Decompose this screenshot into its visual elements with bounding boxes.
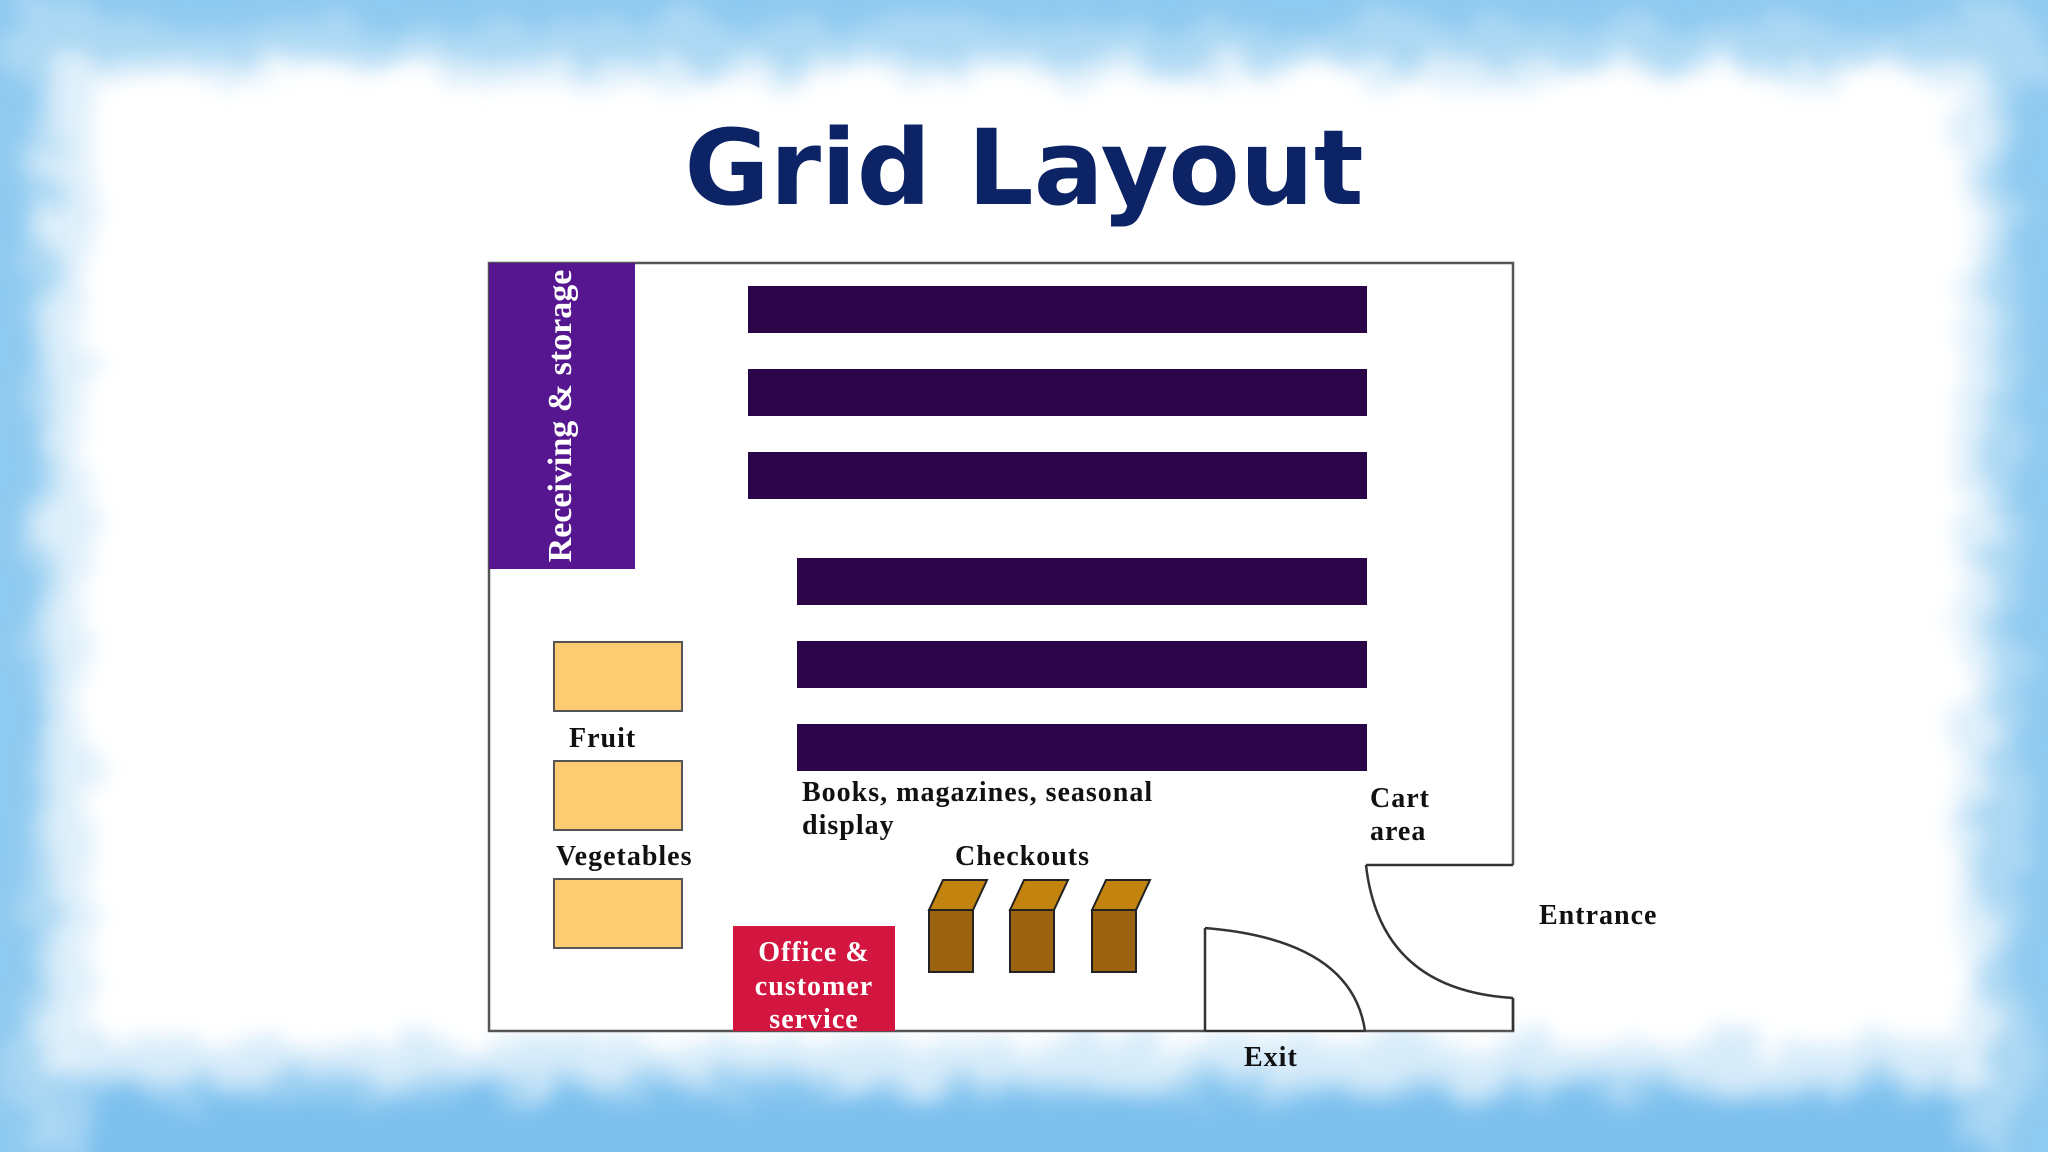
office-label-line2: customer xyxy=(755,971,873,1002)
vegetables-label: Vegetables xyxy=(556,841,693,872)
vegetables-bin xyxy=(553,760,683,831)
aisle-shelf xyxy=(748,369,1367,416)
checkouts-label: Checkouts xyxy=(955,841,1091,872)
checkout-counter xyxy=(1090,879,1152,973)
books-label-line2: display xyxy=(802,810,895,841)
produce-bin xyxy=(553,878,683,949)
exit-label: Exit xyxy=(1244,1042,1298,1073)
fruit-label: Fruit xyxy=(569,723,637,754)
slide-title: Grid Layout xyxy=(684,107,1364,229)
cart-area-label-line1: Cart xyxy=(1370,783,1430,814)
aisle-shelf xyxy=(797,641,1367,688)
receiving-storage-label: Receiving & storage xyxy=(542,270,579,563)
office-label-line3: service xyxy=(769,1004,858,1035)
checkout-counter xyxy=(1008,879,1070,973)
exit-door xyxy=(1203,926,1367,1033)
fruit-bin xyxy=(553,641,683,712)
office-label-line1: Office & xyxy=(758,937,869,968)
entrance-door xyxy=(1364,863,1515,1031)
receiving-storage-area xyxy=(489,263,635,569)
aisle-shelf xyxy=(797,724,1367,771)
checkout-counter xyxy=(927,879,989,973)
books-label-line1: Books, magazines, seasonal xyxy=(802,777,1154,808)
aisle-shelf xyxy=(797,558,1367,605)
cart-area-label-line2: area xyxy=(1370,816,1427,847)
aisle-shelf xyxy=(748,452,1367,499)
office-customer-service xyxy=(733,926,895,1031)
aisle-shelf xyxy=(748,286,1367,333)
entrance-label: Entrance xyxy=(1539,900,1658,931)
